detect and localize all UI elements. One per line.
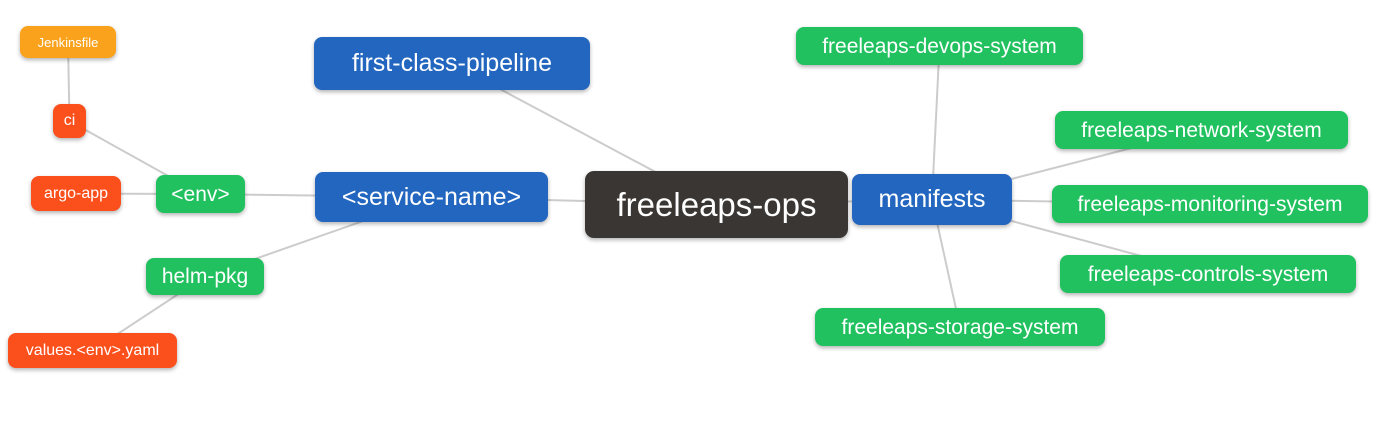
mindmap-node-freeleaps-monitoring-system[interactable]: freeleaps-monitoring-system — [1052, 185, 1368, 223]
mindmap-node-freeleaps-ops[interactable]: freeleaps-ops — [585, 171, 848, 238]
mindmap-node-service-name[interactable]: <service-name> — [315, 172, 548, 222]
mindmap-node-values-env-yaml[interactable]: values.<env>.yaml — [8, 333, 177, 368]
mindmap-node-helm-pkg[interactable]: helm-pkg — [146, 258, 264, 295]
mindmap-node-manifests[interactable]: manifests — [852, 174, 1012, 225]
mindmap-node-jenkinsfile[interactable]: Jenkinsfile — [20, 26, 116, 58]
mindmap-node-freeleaps-network-system[interactable]: freeleaps-network-system — [1055, 111, 1348, 149]
mindmap-node-freeleaps-storage-system[interactable]: freeleaps-storage-system — [815, 308, 1105, 346]
mindmap-node-argo-app[interactable]: argo-app — [31, 176, 121, 211]
edge-manifests--freeleaps-devops-system — [931, 45, 941, 200]
mindmap-node-env[interactable]: <env> — [156, 175, 245, 213]
mindmap-node-freeleaps-controls-system[interactable]: freeleaps-controls-system — [1060, 255, 1356, 293]
mindmap-node-first-class-pipeline[interactable]: first-class-pipeline — [314, 37, 590, 90]
mindmap-node-freeleaps-devops-system[interactable]: freeleaps-devops-system — [796, 27, 1083, 65]
mindmap-node-ci[interactable]: ci — [53, 104, 86, 138]
